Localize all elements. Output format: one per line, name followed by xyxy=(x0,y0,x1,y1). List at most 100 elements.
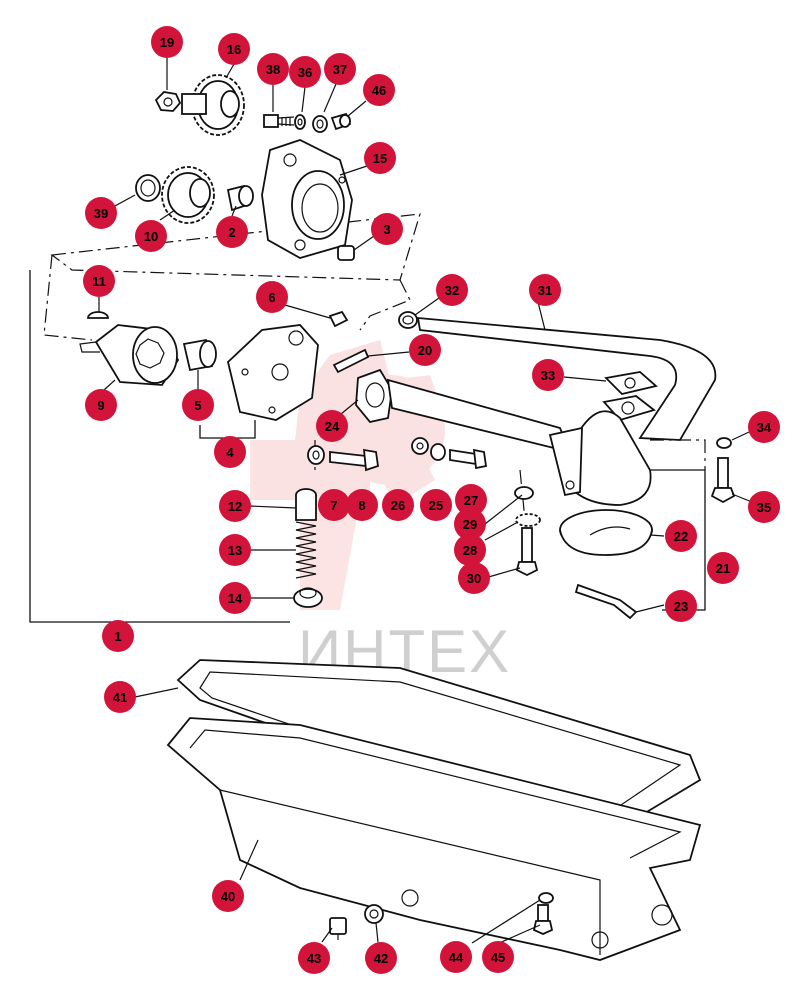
strainer-housing xyxy=(548,410,652,506)
callout-26: 26 xyxy=(382,489,414,521)
callout-30: 30 xyxy=(458,562,490,594)
callout-39: 39 xyxy=(85,197,117,229)
washer-37 xyxy=(312,115,328,133)
svg-text:45: 45 xyxy=(491,950,505,965)
callouts: 19 16 38 36 37 46 1 5 39 10 2 3 11 6 32 3… xyxy=(83,26,780,974)
bolt-45 xyxy=(532,904,554,935)
svg-text:31: 31 xyxy=(538,283,552,298)
svg-text:4: 4 xyxy=(226,445,234,460)
callout-7: 7 xyxy=(318,489,350,521)
washer-29 xyxy=(514,486,534,500)
callout-10: 10 xyxy=(135,220,167,252)
bolt-35 xyxy=(710,457,736,504)
svg-text:29: 29 xyxy=(463,517,477,532)
screw-6 xyxy=(328,310,349,328)
svg-text:19: 19 xyxy=(160,35,174,50)
callout-33: 33 xyxy=(532,359,564,391)
suction-pipe-24 xyxy=(355,368,572,454)
callout-46: 46 xyxy=(363,74,395,106)
callout-5: 5 xyxy=(182,389,214,421)
callout-1: 1 xyxy=(102,620,134,652)
callout-44: 44 xyxy=(440,941,472,973)
plug-3 xyxy=(337,245,355,261)
svg-text:12: 12 xyxy=(228,499,242,514)
svg-text:2: 2 xyxy=(228,225,235,240)
callout-25: 25 xyxy=(420,489,452,521)
group-lines xyxy=(29,213,706,623)
callout-12: 12 xyxy=(219,490,251,522)
callout-40: 40 xyxy=(212,880,244,912)
svg-text:13: 13 xyxy=(228,543,242,558)
svg-text:40: 40 xyxy=(221,889,235,904)
callout-38: 38 xyxy=(257,53,289,85)
svg-text:22: 22 xyxy=(674,529,688,544)
drain-plug-43 xyxy=(329,917,347,940)
callout-20: 20 xyxy=(409,334,441,366)
washer-42 xyxy=(364,904,384,924)
svg-text:8: 8 xyxy=(358,498,365,513)
bolt-38 xyxy=(263,114,295,128)
washer-36 xyxy=(294,114,306,130)
svg-text:5: 5 xyxy=(194,398,201,413)
callout-8: 8 xyxy=(346,489,378,521)
screen-22 xyxy=(559,509,653,556)
callout-6: 6 xyxy=(256,281,288,313)
callout-43: 43 xyxy=(298,942,330,974)
clip-23 xyxy=(574,583,638,620)
svg-text:42: 42 xyxy=(374,951,388,966)
svg-text:16: 16 xyxy=(227,42,241,57)
cap-14 xyxy=(293,587,323,608)
callout-36: 36 xyxy=(289,56,321,88)
callout-2: 2 xyxy=(216,216,248,248)
svg-text:30: 30 xyxy=(467,571,481,586)
tube-31 xyxy=(416,316,717,441)
callout-45: 45 xyxy=(482,941,514,973)
parts xyxy=(79,74,736,961)
callout-3: 3 xyxy=(371,213,403,245)
gear-10 xyxy=(161,166,215,224)
gasket-33 xyxy=(604,371,658,395)
nut-19 xyxy=(154,91,182,112)
svg-text:39: 39 xyxy=(94,206,108,221)
washer-7 xyxy=(307,445,325,465)
callout-11: 11 xyxy=(83,265,115,297)
bolt-8 xyxy=(329,448,379,472)
washer-34 xyxy=(716,437,732,449)
callout-37: 37 xyxy=(324,53,356,85)
svg-text:1: 1 xyxy=(114,629,121,644)
svg-text:28: 28 xyxy=(463,543,477,558)
callout-31: 31 xyxy=(529,274,561,306)
svg-text:11: 11 xyxy=(92,274,106,289)
callout-35: 35 xyxy=(748,491,780,523)
plug-44 xyxy=(538,892,554,904)
washer-26 xyxy=(411,437,429,455)
svg-text:35: 35 xyxy=(757,500,771,515)
callout-14: 14 xyxy=(219,582,251,614)
leader-lines xyxy=(98,57,753,945)
pin-20 xyxy=(332,348,370,374)
callout-21: 21 xyxy=(707,552,739,584)
bolt-27 xyxy=(449,448,488,470)
svg-text:7: 7 xyxy=(330,498,337,513)
callout-23: 23 xyxy=(665,590,697,622)
spring-13 xyxy=(295,521,317,579)
callout-41: 41 xyxy=(104,681,136,713)
callout-4: 4 xyxy=(214,436,246,468)
callout-13: 13 xyxy=(219,534,251,566)
callout-42: 42 xyxy=(365,942,397,974)
svg-text:37: 37 xyxy=(333,62,347,77)
bushing-46 xyxy=(330,112,352,131)
callout-22: 22 xyxy=(665,520,697,552)
svg-text:10: 10 xyxy=(144,229,158,244)
lock-washer-28 xyxy=(515,513,541,527)
svg-text:3: 3 xyxy=(383,222,390,237)
svg-text:23: 23 xyxy=(674,599,688,614)
oil-pan-40 xyxy=(166,717,702,961)
callout-27: 27 xyxy=(455,484,487,516)
callout-32: 32 xyxy=(436,274,468,306)
bushing-5 xyxy=(182,338,217,372)
callout-9: 9 xyxy=(85,389,117,421)
callout-16: 16 xyxy=(218,33,250,65)
svg-text:41: 41 xyxy=(113,690,127,705)
callout-19: 19 xyxy=(151,26,183,58)
